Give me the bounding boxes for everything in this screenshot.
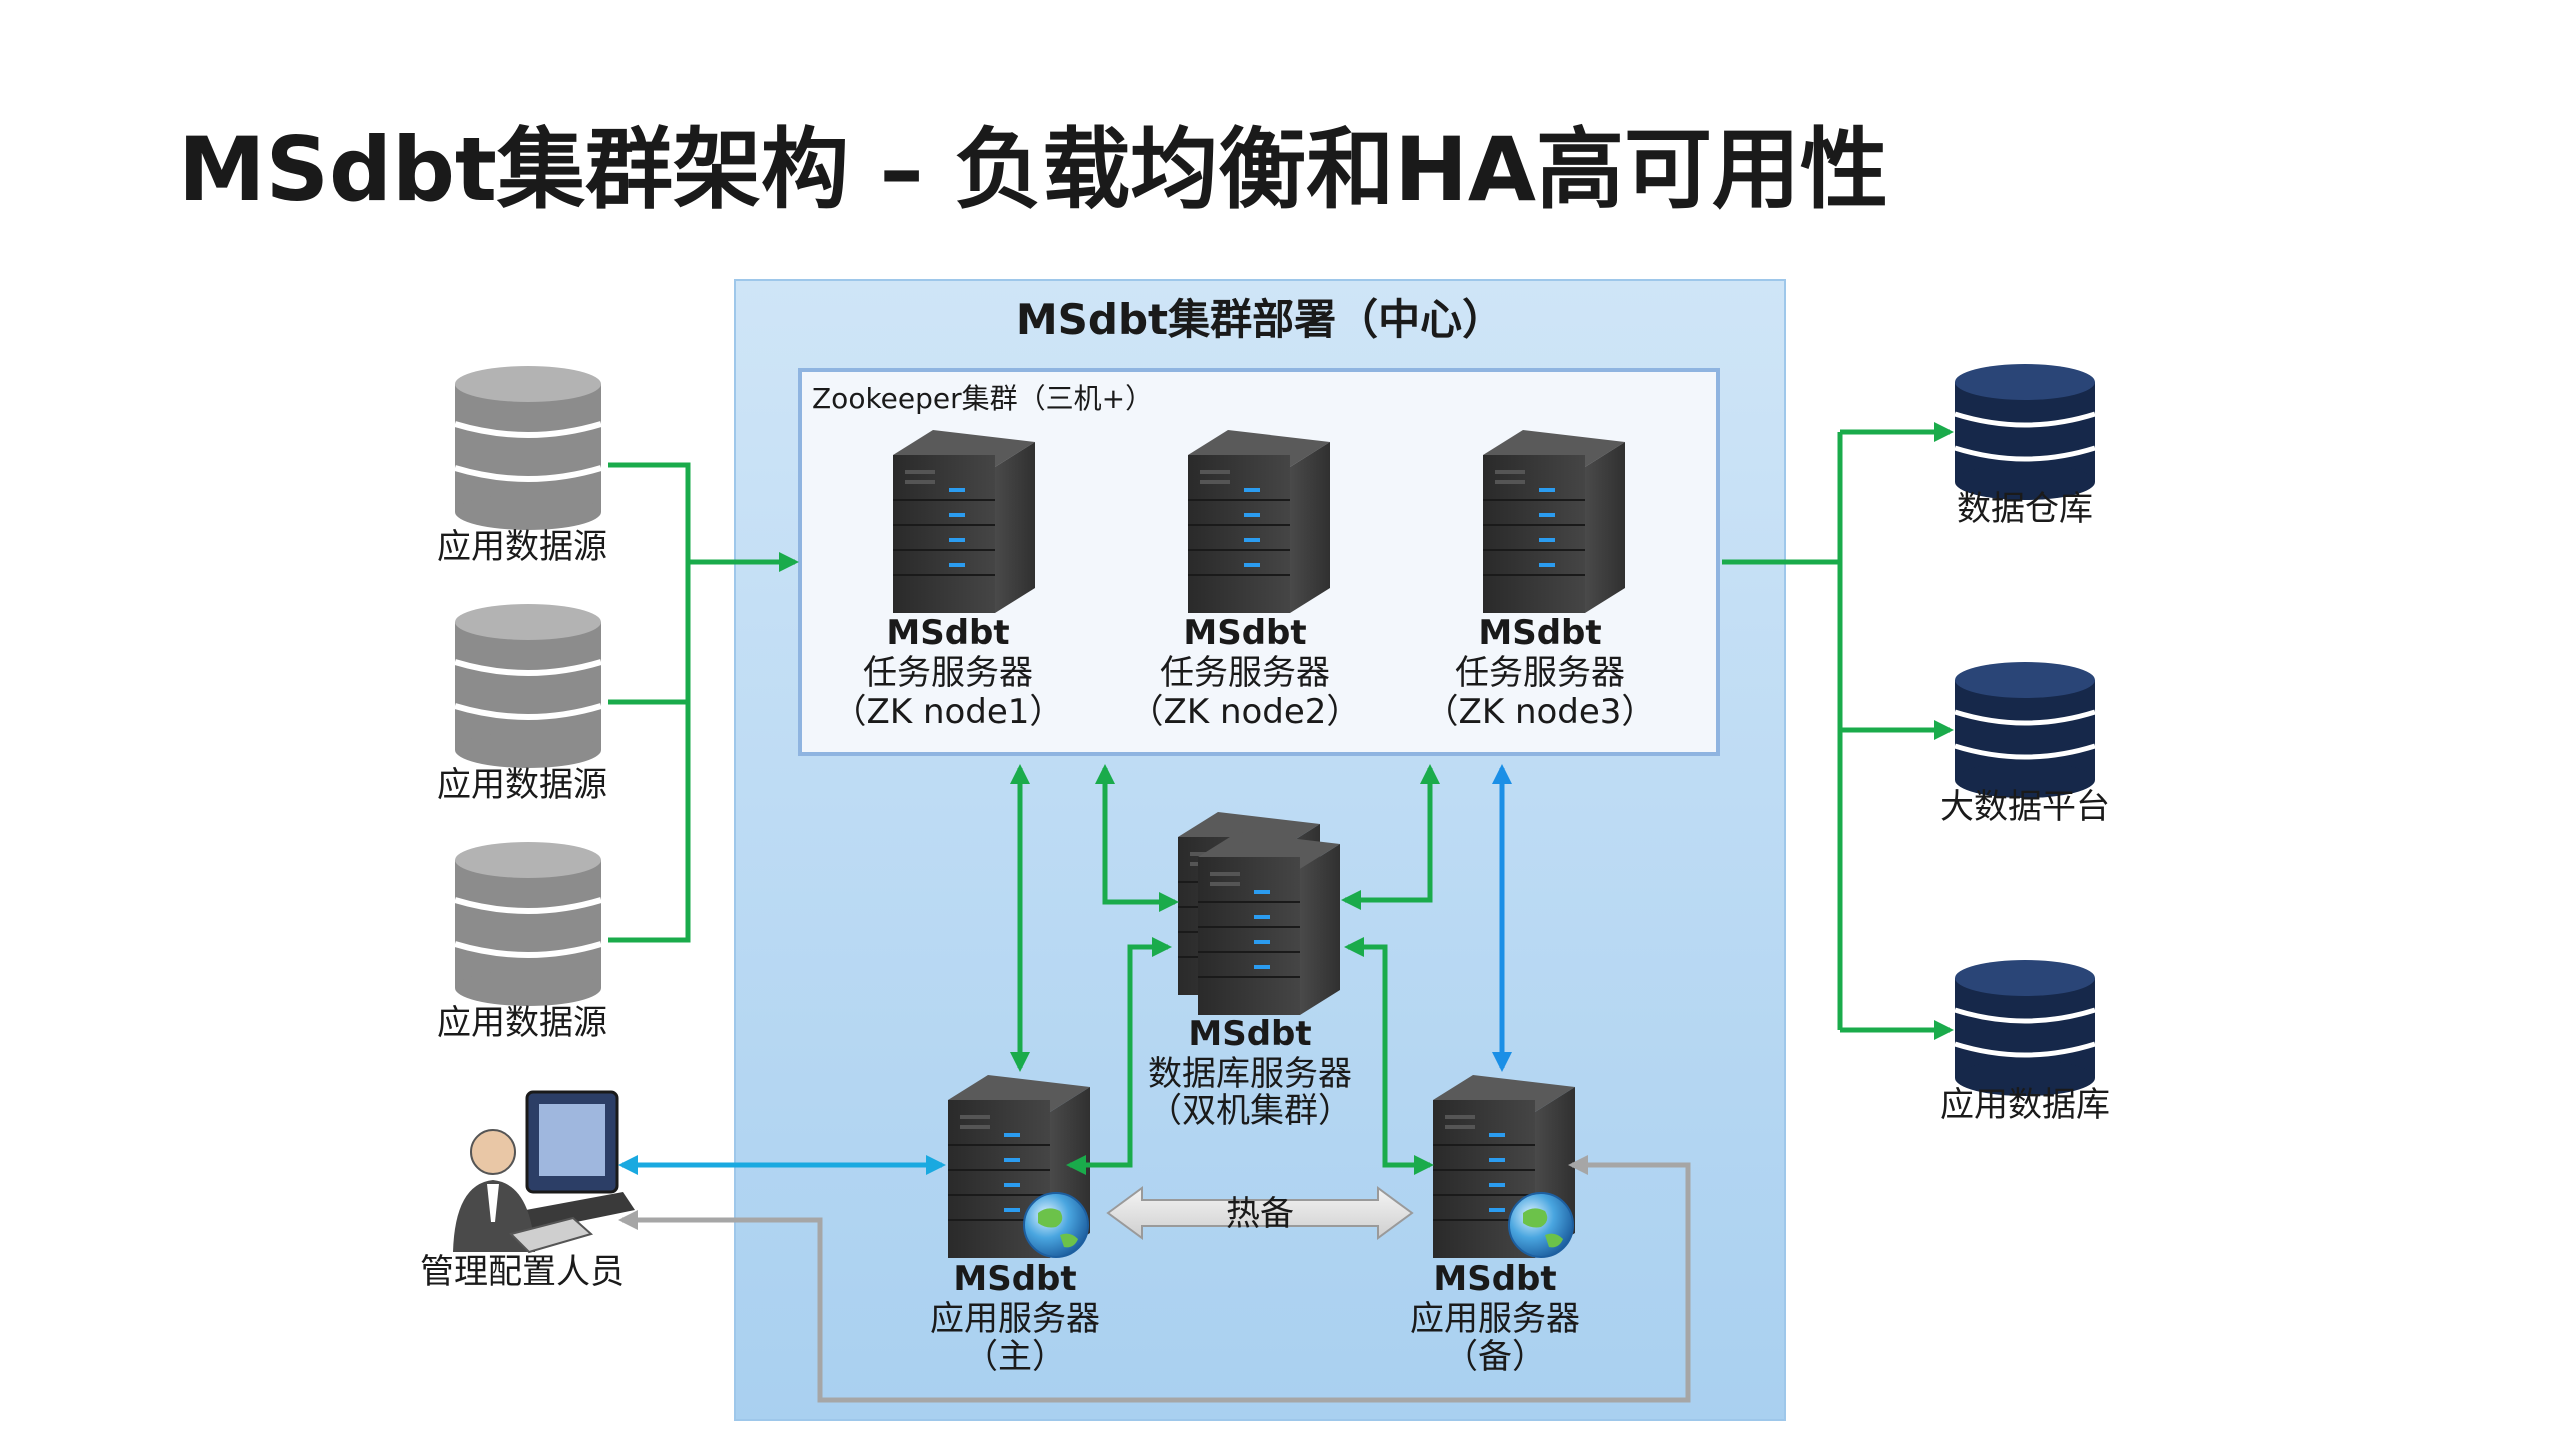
server-icon [1187,429,1331,614]
source-label-2: 应用数据源 [437,765,607,805]
task-server-1-name: MSdbt [886,613,1009,653]
db-server [1177,811,1341,1016]
app-server-standby-name: MSdbt [1433,1259,1556,1299]
app-server-main-role: 应用服务器 [930,1299,1100,1339]
database-icon [1955,662,2095,798]
task-server-3 [1482,429,1626,614]
task-server-3-role: 任务服务器 [1455,653,1625,693]
link-task2-db [1095,764,1179,912]
db-server-name: MSdbt [1188,1014,1311,1054]
target-label-3: 应用数据库 [1940,1085,2110,1125]
task-server-1 [892,429,1036,614]
target-db-3 [1955,960,2095,1096]
app-server-main-note: （主） [964,1337,1066,1377]
source-db-1 [455,366,601,530]
link-task3-db [1341,764,1440,910]
link-app-standby-admin [618,1155,1691,1403]
keyboard-icon [509,1216,594,1254]
source-db-3 [455,842,601,1006]
target-db-2 [1955,662,2095,798]
app-server-standby [1432,1074,1576,1259]
source-label-3: 应用数据源 [437,1003,607,1043]
app-server-main [947,1074,1091,1259]
task-server-2 [1187,429,1331,614]
target-db-1 [1955,364,2095,500]
task-server-2-role: 任务服务器 [1160,653,1330,693]
database-icon [1955,960,2095,1096]
app-server-main-name: MSdbt [953,1259,1076,1299]
task-server-1-node: （ZK node1） [833,692,1064,732]
admin-user [453,1090,635,1254]
server-icon [892,429,1036,614]
task-server-1-role: 任务服务器 [863,653,1033,693]
zookeeper-label: Zookeeper集群（三机+） [812,382,1153,415]
hot-standby-label: 热备 [1226,1194,1294,1234]
monitor-icon [515,1090,635,1232]
server-icon [1482,429,1626,614]
app-server-standby-note: （备） [1444,1337,1546,1377]
page-title: MSdbt集群架构 – 负载均衡和HA高可用性 [178,118,1888,221]
database-icon [455,366,601,530]
db-server-role: 数据库服务器 [1148,1054,1352,1094]
server-icon [1197,831,1341,1016]
database-icon [455,604,601,768]
task-server-3-node: （ZK node3） [1425,692,1656,732]
app-server-standby-role: 应用服务器 [1410,1299,1580,1339]
source-label-1: 应用数据源 [437,527,607,567]
db-server-note: （双机集群） [1148,1091,1352,1131]
task-server-2-name: MSdbt [1183,613,1306,653]
target-label-1: 数据仓库 [1957,489,2093,529]
target-label-2: 大数据平台 [1940,787,2110,827]
admin-label: 管理配置人员 [420,1252,624,1292]
database-icon [1955,364,2095,500]
task-server-3-name: MSdbt [1478,613,1601,653]
task-server-2-node: （ZK node2） [1130,692,1361,732]
cluster-title: MSdbt集群部署（中心） [1016,295,1504,344]
source-db-2 [455,604,601,768]
database-icon [455,842,601,1006]
